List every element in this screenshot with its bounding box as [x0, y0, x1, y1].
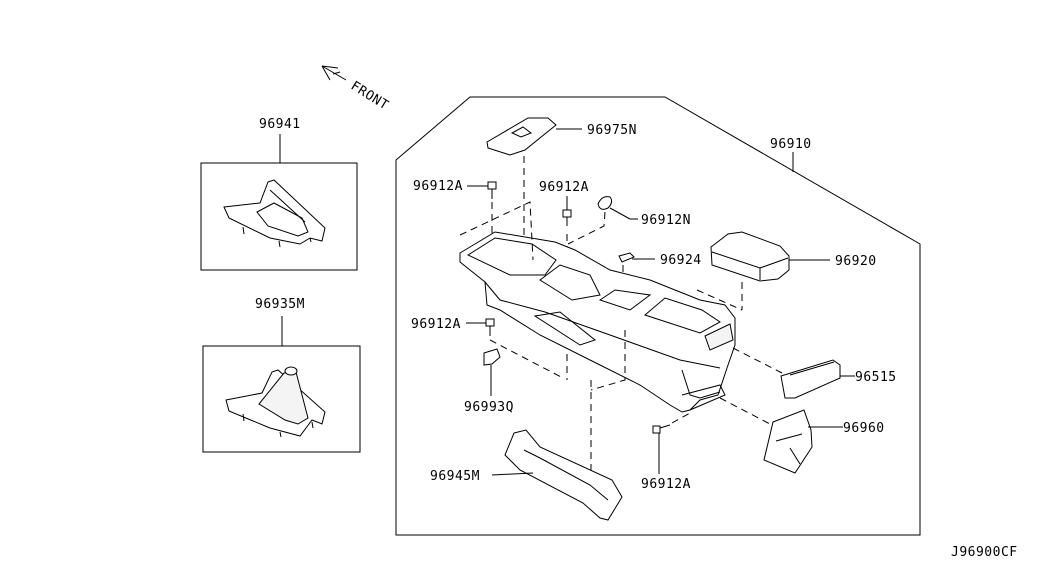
part-label-96515[interactable]: 96515	[855, 370, 897, 385]
part-label-96935m[interactable]: 96935M	[255, 297, 305, 312]
callout-96910[interactable]: 96910	[770, 137, 812, 172]
part-label-96920[interactable]: 96920	[835, 254, 877, 269]
screw-icon	[562, 209, 572, 226]
callout-96993q[interactable]: 96993Q	[464, 348, 514, 415]
bracket-96945m-drawing	[504, 429, 623, 521]
callout-96515[interactable]: 96515	[732, 347, 897, 399]
shift-boot-drawing	[225, 366, 326, 438]
screw-icon	[652, 424, 671, 434]
pocket-96515-drawing	[780, 359, 841, 399]
part-label-96912a-3[interactable]: 96912A	[411, 317, 461, 332]
part-label-96912n[interactable]: 96912N	[641, 213, 691, 228]
bracket-icon	[483, 348, 501, 366]
callout-96924[interactable]: 96924	[618, 252, 702, 300]
part-label-96912a-2[interactable]: 96912A	[539, 180, 589, 195]
part-label-96912a-1[interactable]: 96912A	[413, 179, 463, 194]
clip-icon	[618, 252, 635, 263]
front-indicator: FRONT	[321, 65, 391, 114]
callout-96945m[interactable]: 96945M	[430, 330, 626, 521]
callout-96920[interactable]: 96920	[696, 231, 877, 311]
console-body-drawing	[459, 231, 736, 413]
screw-icon	[485, 318, 495, 336]
main-assembly-frame	[395, 96, 921, 536]
front-arrow-icon	[321, 65, 347, 81]
armrest-drawing	[710, 231, 790, 282]
screw-icon	[487, 181, 497, 199]
diagram-code: J96900CF	[951, 545, 1018, 560]
callout-96960[interactable]: 96960	[719, 397, 885, 474]
callout-96912a-lower[interactable]: 96912A	[641, 412, 691, 492]
guide-line	[459, 201, 534, 261]
inset-96935m[interactable]: 96935M	[202, 297, 361, 453]
callout-96912n[interactable]: 96912N	[567, 196, 691, 245]
part-label-96910[interactable]: 96910	[770, 137, 812, 152]
callout-96912a-middle-left[interactable]: 96912A	[411, 317, 564, 379]
part-label-96912a-4[interactable]: 96912A	[641, 477, 691, 492]
part-label-96975n[interactable]: 96975N	[587, 123, 637, 138]
cap-icon	[597, 196, 613, 210]
inset-96941[interactable]: 96941	[200, 117, 358, 271]
part-label-96945m[interactable]: 96945M	[430, 469, 480, 484]
part-label-96941[interactable]: 96941	[259, 117, 301, 132]
front-label: FRONT	[348, 79, 391, 114]
part-label-96993q[interactable]: 96993Q	[464, 400, 514, 415]
part-label-96960[interactable]: 96960	[843, 421, 885, 436]
part-label-96924[interactable]: 96924	[660, 253, 702, 268]
shift-finisher-drawing	[223, 179, 326, 248]
finisher-96960-drawing	[763, 409, 813, 474]
callout-96975n[interactable]: 96975N	[486, 117, 637, 250]
